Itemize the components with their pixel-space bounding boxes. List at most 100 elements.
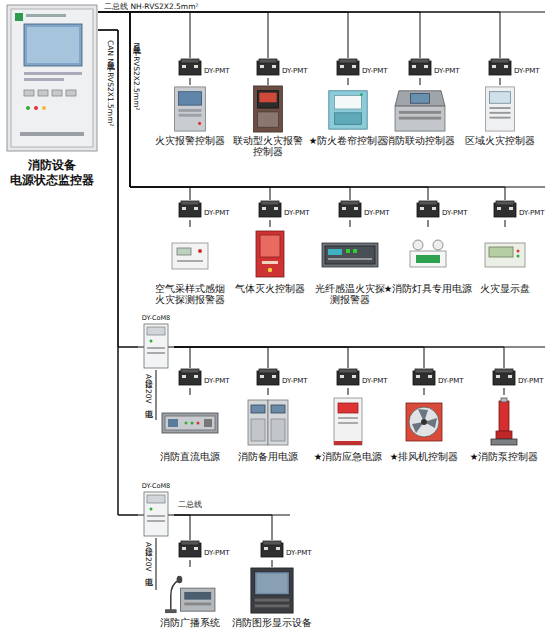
drawing-part (181, 541, 199, 545)
node-label: DY-PMT (519, 200, 545, 217)
pmt-icon (416, 200, 440, 218)
drawing-part (428, 375, 432, 378)
drawing-part (322, 243, 378, 267)
drawing-part (517, 250, 520, 253)
bus-connector (98, 12, 428, 200)
drawing-part (66, 90, 76, 96)
com8-box (143, 323, 169, 369)
bus-label-vertical: 接AC220V电源 (144, 374, 153, 404)
com8-box (143, 491, 169, 537)
drawing-part (182, 375, 186, 378)
bus-connector (270, 220, 271, 227)
drawing-part (147, 515, 165, 517)
drawing-part (194, 65, 198, 68)
fire-device: 消防图形显示设备 (226, 567, 318, 628)
bus-connector (268, 78, 269, 85)
drawing-part (491, 59, 509, 63)
node-label: DY-PMT (204, 368, 230, 385)
bus-connector (174, 347, 190, 368)
bus-connector (268, 388, 269, 395)
node-label: DY-PMT (204, 58, 230, 75)
drawing-part (198, 249, 202, 253)
node-label: ★防火卷帘控制器 (302, 135, 394, 146)
fire-device: 消防联动控制器 (374, 85, 466, 146)
drawing-part (180, 588, 215, 611)
pmt-icon (178, 58, 202, 76)
drawing-part (271, 419, 285, 441)
drawing-part (338, 422, 358, 424)
node-label: ★消防应急电源 (302, 451, 394, 462)
drawing-part (499, 401, 509, 431)
drawing-part (24, 72, 82, 75)
drawing-part (342, 207, 346, 210)
drawing-part (257, 574, 288, 593)
node-label: 消防联动控制器 (374, 135, 466, 146)
drawing-part (354, 207, 358, 210)
device-picture (160, 85, 220, 133)
drawing-part (338, 403, 358, 413)
device-picture (475, 227, 535, 281)
drawing-part (410, 94, 429, 104)
device-picture (240, 227, 300, 281)
drawing-part (489, 247, 513, 257)
device-picture (398, 227, 458, 281)
pmt-module: DY-PMT (336, 368, 396, 388)
node-label: 联动型火灾报警 控制器 (222, 135, 314, 157)
node-label: DY-PMT (434, 58, 460, 75)
drawing-part (491, 439, 517, 445)
fire-device: 消防直流电源 (144, 395, 236, 462)
pmt-module: DY-PMT (492, 368, 552, 388)
drawing-part (496, 375, 500, 378)
drawing-part (168, 419, 178, 427)
drawing-part (255, 604, 290, 607)
drawing-part (150, 508, 153, 511)
drawing-part (177, 248, 191, 255)
pmt-icon (178, 368, 202, 386)
bus-connector (174, 347, 268, 368)
pmt-icon (492, 368, 516, 386)
pmt-icon (412, 368, 436, 386)
pmt-icon (258, 200, 282, 218)
drawing-part (147, 352, 165, 354)
drawing-part (395, 91, 445, 106)
drawing-part (259, 93, 276, 103)
drawing-part (329, 91, 367, 129)
drawing-part (268, 400, 288, 445)
node-label: 气体灭火控制器 (224, 283, 316, 294)
bus-connector (174, 515, 272, 540)
drawing-part (360, 93, 363, 96)
fire-device: ★消防灯具专用电源 (382, 227, 474, 294)
pmt-module: DY-PMT (412, 368, 472, 388)
pmt-module: DY-PMT (416, 200, 476, 220)
power-line (156, 370, 157, 420)
drawing-part (262, 207, 266, 210)
can-line (98, 30, 118, 515)
node-label: DY-PMT (286, 540, 312, 557)
pmt-module: DY-PMT (336, 58, 396, 78)
node-label: ★消防泵控制器 (458, 451, 550, 462)
bus-connector (174, 347, 348, 368)
bus-connector (500, 78, 501, 85)
pmt-icon (488, 58, 512, 76)
drawing-part (261, 201, 279, 205)
drawing-part (204, 419, 212, 427)
drawing-part (7, 5, 97, 151)
node-label: ★消防灯具专用电源 (382, 283, 474, 294)
drawing-part (260, 375, 264, 378)
node-label: 火灾报警控制器 (144, 135, 236, 146)
device-picture (470, 85, 530, 133)
drawing-part (489, 92, 510, 104)
fire-device: ★排风机控制器 (378, 395, 470, 462)
node-label: 消防设备 电源状态监控器 (6, 158, 98, 188)
fire-device: 空气采样式感烟 火灾探测报警器 (144, 227, 236, 305)
bus-connector (174, 515, 190, 540)
bus-line (130, 12, 545, 187)
node-label: DY-PMT (204, 200, 230, 217)
node-label: 消防图形显示设备 (226, 617, 318, 628)
drawing-part (339, 369, 357, 373)
drawing-part (20, 132, 84, 136)
drawing-part (486, 87, 515, 131)
drawing-part (325, 246, 375, 264)
